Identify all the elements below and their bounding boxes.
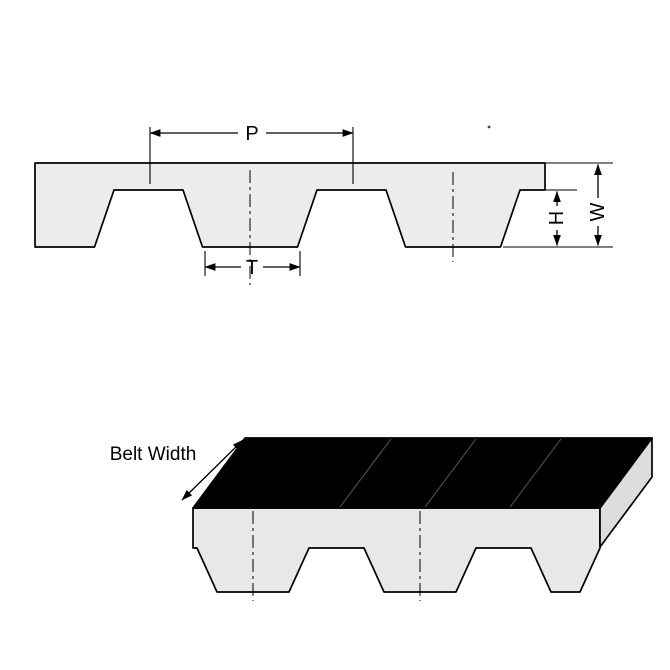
- height-dimension-label: H: [546, 211, 568, 225]
- cross-section-view: P T H W: [34, 123, 613, 285]
- top-surface-seam-2: [424, 438, 477, 508]
- isometric-view: Belt Width: [110, 437, 653, 601]
- top-surface-seam-3: [509, 438, 562, 508]
- ink-speck: [487, 125, 491, 129]
- tooth-dimension-label: T: [246, 257, 258, 279]
- pitch-dimension-label: P: [245, 123, 258, 145]
- belt-width-label: Belt Width: [110, 444, 197, 465]
- thickness-dimension-label: W: [587, 202, 609, 221]
- top-surface-seam-1: [339, 438, 392, 508]
- belt-width-arrow: [181, 439, 244, 501]
- belt-profile: [34, 162, 546, 248]
- belt-front-face: [192, 507, 601, 593]
- belt-top-surface: [192, 437, 653, 509]
